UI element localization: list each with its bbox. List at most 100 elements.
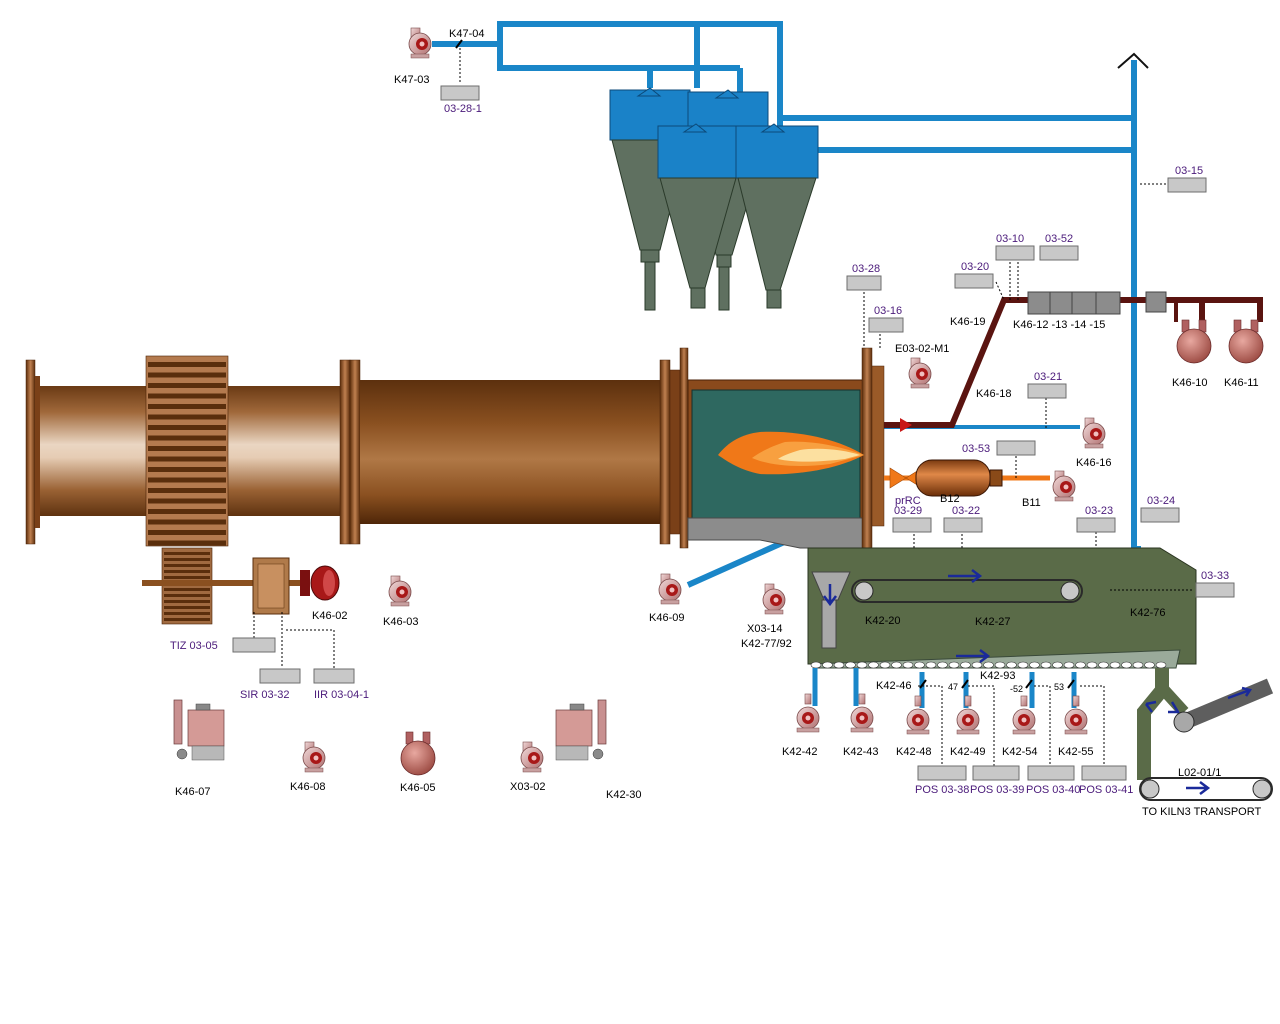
label-x03-02: X03-02 xyxy=(510,781,545,793)
compressor-k42-30[interactable] xyxy=(555,699,607,761)
value-box-03-24[interactable] xyxy=(1140,507,1180,523)
fan-k46-08[interactable] xyxy=(302,741,326,773)
tag-03-24: 03-24 xyxy=(1147,495,1175,507)
label-k47-03: K47-03 xyxy=(394,74,429,86)
value-box-pos-03-38[interactable] xyxy=(917,765,967,781)
rotary-kiln xyxy=(25,347,689,625)
label-k42-48: K42-48 xyxy=(896,746,931,758)
label-k46-07: K46-07 xyxy=(175,786,210,798)
tag-iir-03-04-1: IIR 03-04-1 xyxy=(314,689,369,701)
value-box-03-21[interactable] xyxy=(1027,383,1067,399)
tag-pos-03-41: POS 03-41 xyxy=(1079,784,1133,796)
fan-k47-03[interactable] xyxy=(408,27,432,59)
label-e03-02-m1: E03-02-M1 xyxy=(895,343,949,355)
girth-gear xyxy=(148,362,226,546)
label-47: 47 xyxy=(948,682,958,692)
value-box-03-28[interactable] xyxy=(846,275,882,291)
cyclone-battery xyxy=(609,87,819,311)
fan-b11[interactable] xyxy=(1052,470,1076,502)
value-box-sir-03-32[interactable] xyxy=(259,668,301,684)
compressor-k46-07[interactable] xyxy=(173,699,225,761)
tag-03-10: 03-10 xyxy=(996,233,1024,245)
label-k46-09: K46-09 xyxy=(649,612,684,624)
fan-e03-02-m1[interactable] xyxy=(908,357,932,389)
value-box-pos-03-40[interactable] xyxy=(1027,765,1075,781)
label-k46-19: K46-19 xyxy=(950,316,985,328)
value-box-03-53[interactable] xyxy=(996,440,1036,456)
label-k42-20: K42-20 xyxy=(865,615,900,627)
label-k42-93: K42-93 xyxy=(980,670,1015,682)
burner-tank-b12 xyxy=(915,459,991,497)
label-53: 53 xyxy=(1054,682,1064,692)
label-k42-46: K42-46 xyxy=(876,680,911,692)
exhaust-arrow xyxy=(1117,52,1149,69)
tag-03-52: 03-52 xyxy=(1045,233,1073,245)
label-k46-02: K46-02 xyxy=(312,610,347,622)
label-52: -52 xyxy=(1010,684,1023,694)
label-k46-03: K46-03 xyxy=(383,616,418,628)
tag-03-21: 03-21 xyxy=(1034,371,1062,383)
instrument-tags: 03-28-1 03-15 03-10 03-52 03-20 03-28 03… xyxy=(170,103,1229,796)
label-k42-49: K42-49 xyxy=(950,746,985,758)
fan-k42-48[interactable] xyxy=(906,695,930,735)
fan-k46-03[interactable] xyxy=(388,575,412,607)
label-k42-55: K42-55 xyxy=(1058,746,1093,758)
value-box-03-15[interactable] xyxy=(1167,177,1207,193)
tag-03-16: 03-16 xyxy=(874,305,902,317)
label-k46-12-15: K46-12 -13 -14 -15 xyxy=(1013,319,1105,331)
label-x03-14: X03-14 xyxy=(747,623,782,635)
value-box-03-10[interactable] xyxy=(995,245,1035,261)
label-to-kiln3: TO KILN3 TRANSPORT xyxy=(1142,806,1261,818)
label-k42-42: K42-42 xyxy=(782,746,817,758)
tag-tiz-03-05: TIZ 03-05 xyxy=(170,640,218,652)
value-box-iir-03-04-1[interactable] xyxy=(313,668,355,684)
tag-03-22: 03-22 xyxy=(952,505,980,517)
fan-k42-49[interactable] xyxy=(956,695,980,735)
label-k46-16: K46-16 xyxy=(1076,457,1111,469)
tag-pos-03-38: POS 03-38 xyxy=(915,784,969,796)
value-box-03-23[interactable] xyxy=(1076,517,1116,533)
label-k42-30: K42-30 xyxy=(606,789,641,801)
pump-k46-05[interactable] xyxy=(400,731,436,776)
fuel-lines xyxy=(884,297,1263,428)
tag-pos-03-40: POS 03-40 xyxy=(1026,784,1080,796)
fan-k46-09[interactable] xyxy=(658,573,682,605)
burner-flame xyxy=(718,431,864,475)
pump-k46-11[interactable] xyxy=(1228,319,1264,364)
fan-k42-55[interactable] xyxy=(1064,695,1088,735)
fan-k46-16[interactable] xyxy=(1082,417,1106,449)
label-b11: B11 xyxy=(1022,497,1041,509)
label-k46-05: K46-05 xyxy=(400,782,435,794)
fan-x03-14[interactable] xyxy=(762,583,786,615)
value-box-03-33[interactable] xyxy=(1195,582,1235,598)
label-b12: B12 xyxy=(940,493,960,505)
label-k46-08: K46-08 xyxy=(290,781,325,793)
tag-03-15: 03-15 xyxy=(1175,165,1203,177)
tag-03-29: 03-29 xyxy=(894,505,922,517)
value-box-03-52[interactable] xyxy=(1039,245,1079,261)
value-box-03-28-1[interactable] xyxy=(440,85,480,101)
label-k47-04: K47-04 xyxy=(449,28,484,40)
cooler-outlet xyxy=(1137,668,1274,801)
value-box-03-29[interactable] xyxy=(892,517,932,533)
clinker-cooler xyxy=(807,547,1197,669)
tag-pos-03-39: POS 03-39 xyxy=(970,784,1024,796)
value-box-03-16[interactable] xyxy=(868,317,904,333)
fan-x03-02[interactable] xyxy=(520,741,544,773)
value-box-03-22[interactable] xyxy=(943,517,983,533)
value-box-03-20[interactable] xyxy=(954,273,994,289)
cooler-air-ducts xyxy=(812,668,1077,708)
tag-03-20: 03-20 xyxy=(961,261,989,273)
filter-bank xyxy=(1027,291,1167,315)
value-box-pos-03-39[interactable] xyxy=(972,765,1020,781)
pump-k46-10[interactable] xyxy=(1176,319,1212,364)
label-k42-76: K42-76 xyxy=(1130,607,1165,619)
fuel-valve[interactable] xyxy=(900,418,912,432)
value-box-tiz-03-05[interactable] xyxy=(232,637,276,653)
label-k42-54: K42-54 xyxy=(1002,746,1037,758)
value-box-pos-03-41[interactable] xyxy=(1081,765,1127,781)
oil-line xyxy=(884,459,1050,497)
dampers xyxy=(455,39,1075,689)
label-l02-01-1: L02-01/1 xyxy=(1178,767,1221,779)
